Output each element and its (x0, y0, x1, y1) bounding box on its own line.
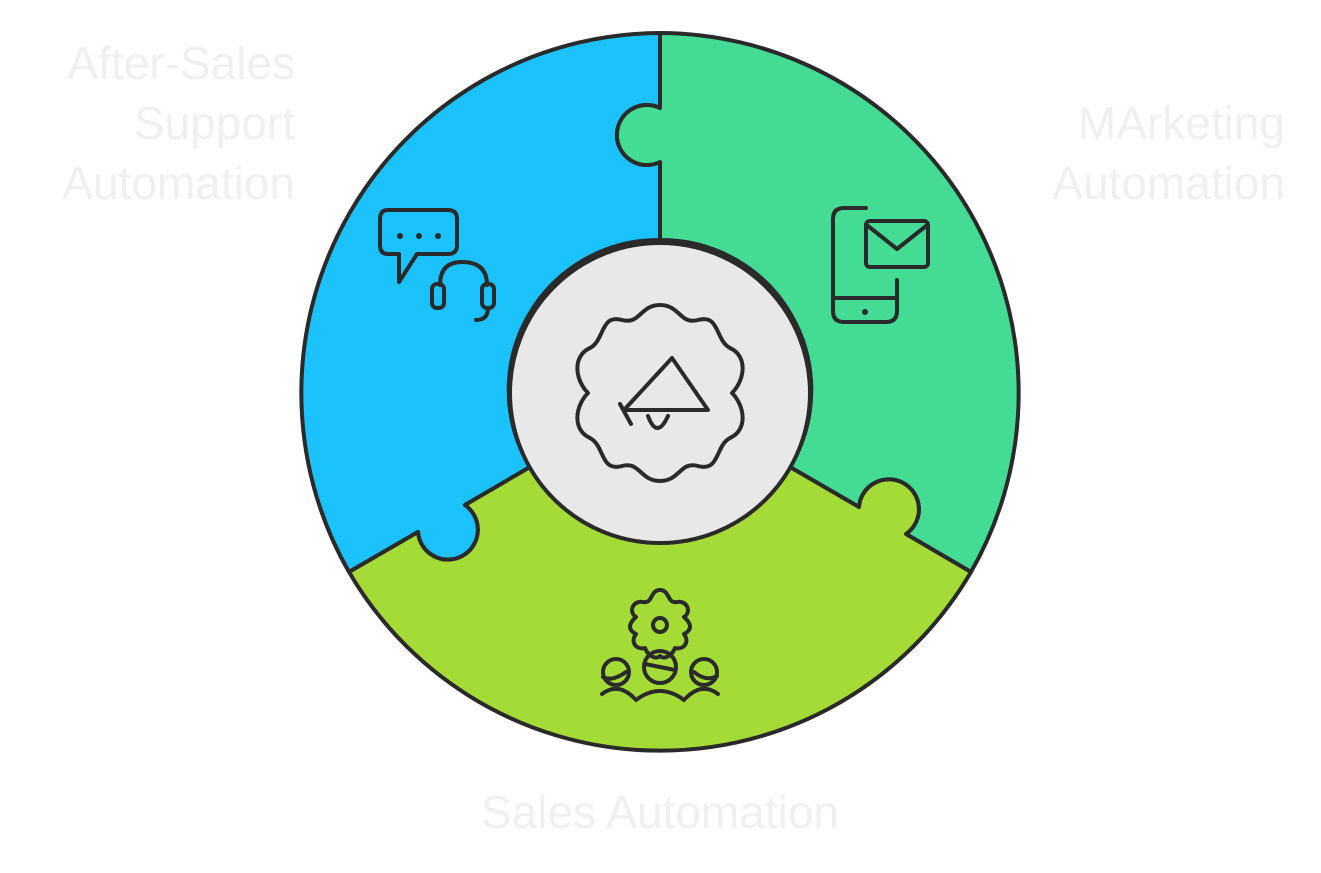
after-sales-label: After-Sales Support Automation (20, 33, 295, 213)
phone-email-icon (831, 206, 930, 324)
marketing-label-line: Automation (1052, 157, 1285, 209)
sales-label-line: Sales Automation (480, 786, 839, 838)
center-hub (508, 241, 812, 545)
marketing-label: MArketing Automation (1000, 93, 1285, 213)
after-sales-label-line: Automation (62, 157, 295, 209)
team-gear-icon (600, 588, 720, 702)
sales-segment (347, 465, 973, 753)
after-sales-label-line: After-Sales (67, 37, 295, 89)
sales-label: Sales Automation (410, 782, 910, 842)
marketing-label-line: MArketing (1077, 97, 1285, 149)
chat-headset-icon (378, 208, 496, 322)
megaphone-gear-icon (575, 303, 745, 483)
after-sales-label-line: Support (133, 97, 295, 149)
